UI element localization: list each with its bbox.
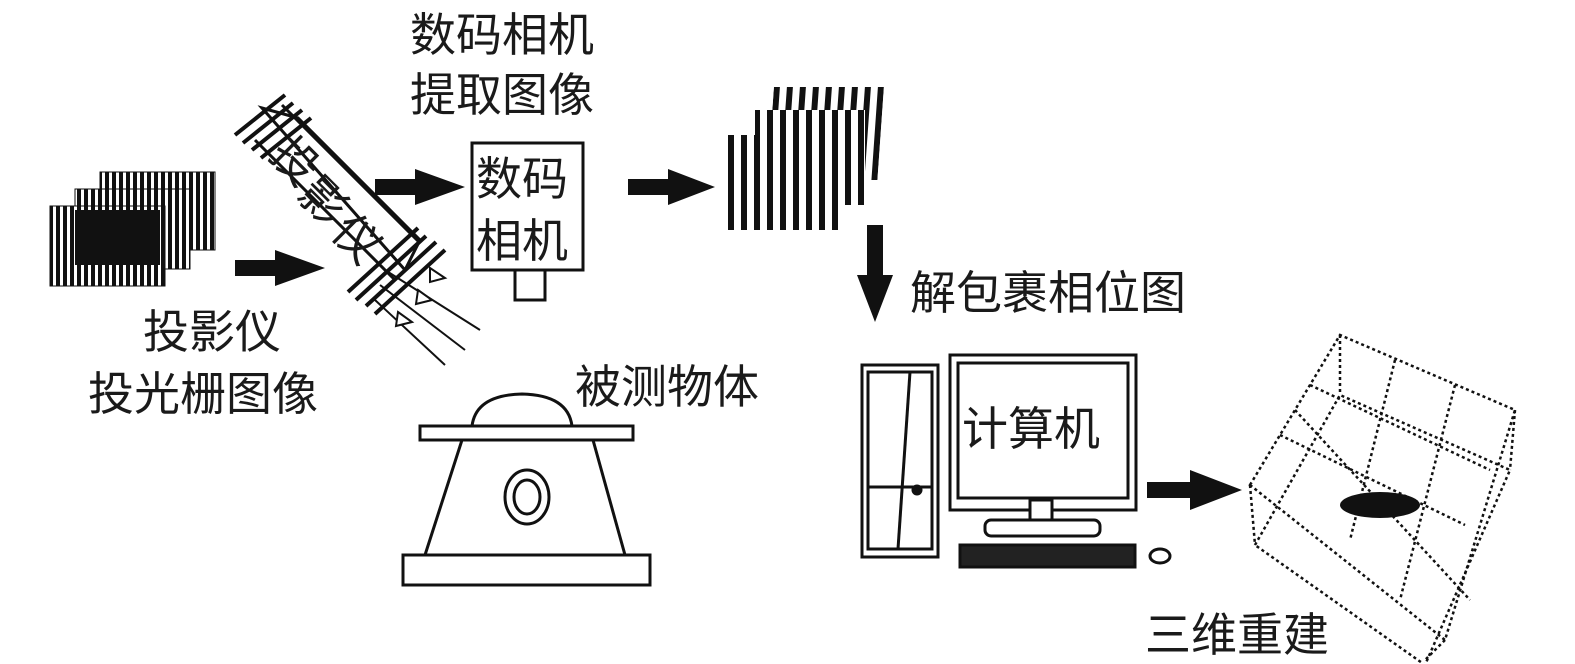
computer-label: 计算机 (962, 402, 1100, 456)
arrow-right-2 (375, 169, 465, 205)
projector-pattern-label-line2: 投光栅图像 (88, 367, 318, 421)
arrow-right-1 (235, 250, 325, 286)
projector-icon (233, 93, 481, 366)
arrow-right-3 (628, 169, 715, 205)
computer-icon (860, 353, 1172, 569)
object-label: 被测物体 (575, 360, 759, 414)
measured-object-stage (401, 392, 652, 587)
projected-fringe-stack (49, 171, 216, 287)
projector-pattern-label-line1: 投影仪 (143, 305, 281, 359)
camera-capture-label-line1: 数码相机 (410, 8, 594, 62)
unwrapped-phase-label: 解包裹相位图 (910, 266, 1186, 320)
camera-body-label-line2: 相机 (476, 214, 568, 268)
3d-reconstruction-icon (1248, 333, 1517, 663)
camera-capture-label-line2: 提取图像 (410, 68, 594, 122)
arrow-right-4 (1147, 470, 1242, 510)
captured-fringe-stack (728, 87, 884, 230)
arrows (235, 169, 1242, 510)
camera-body-label-line1: 数码 (476, 152, 568, 206)
arrow-down (857, 225, 893, 322)
camera-icon (470, 141, 585, 302)
reconstruction-label: 三维重建 (1145, 608, 1329, 662)
